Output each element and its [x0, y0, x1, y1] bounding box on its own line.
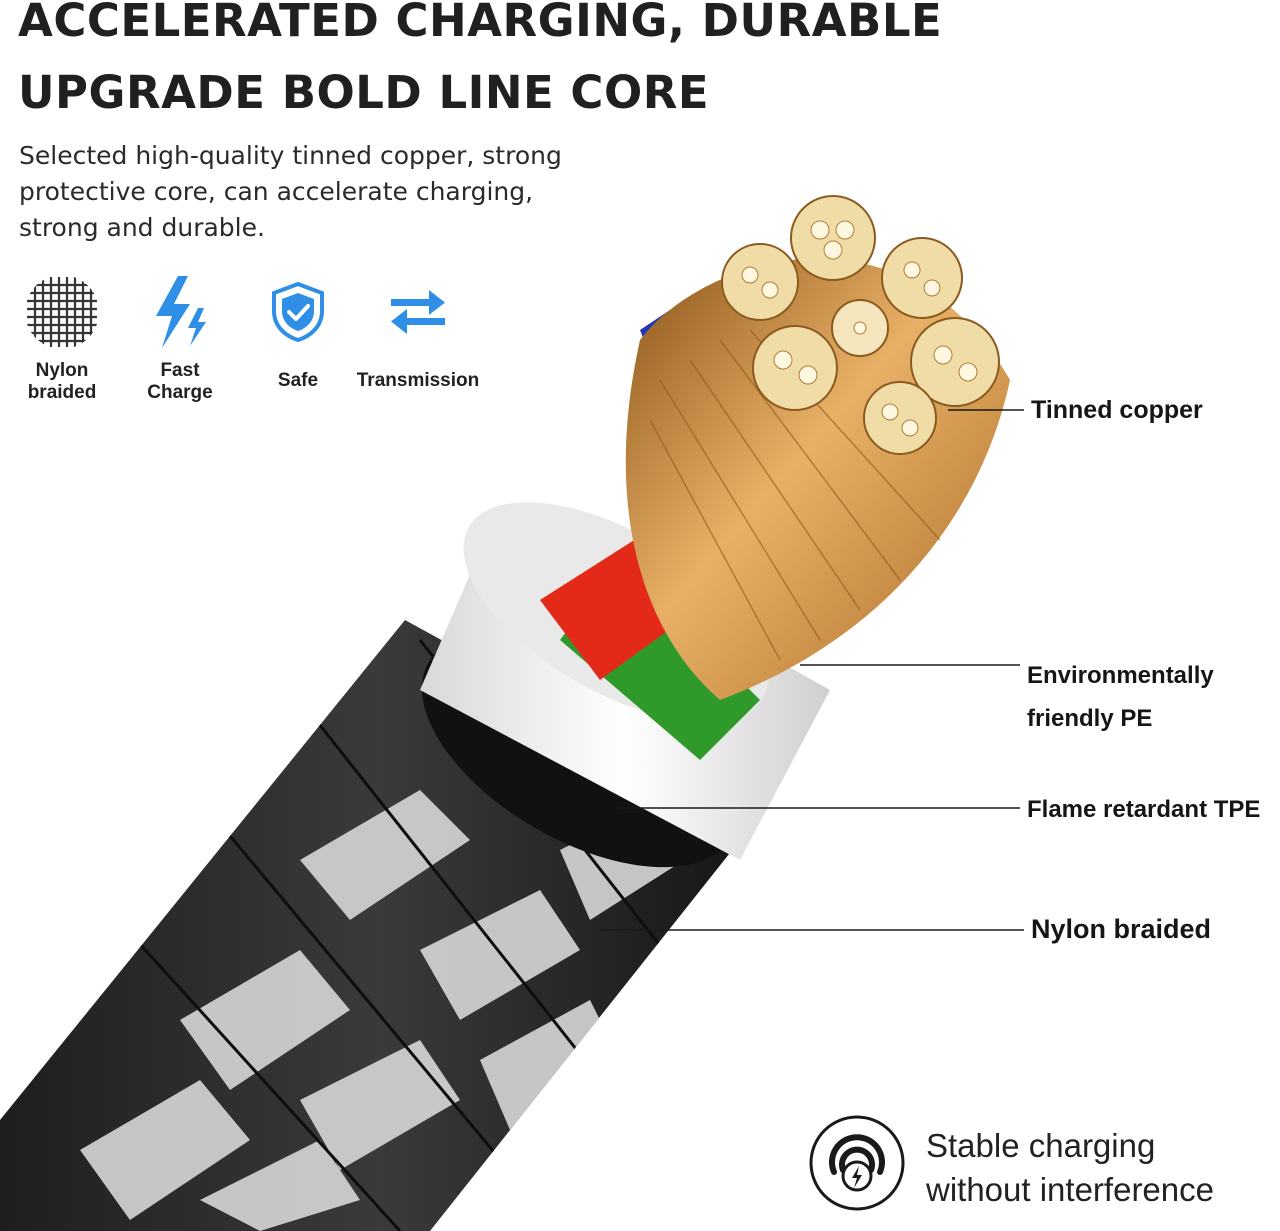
stable-line-1: Stable charging: [926, 1127, 1156, 1164]
feature-label: Nylon braided: [27, 360, 97, 403]
stable-charging-badge: Stable charging without interference: [808, 1114, 1268, 1214]
feature-transmission: Transmission: [348, 276, 488, 392]
feature-label: Transmission: [356, 370, 480, 391]
feature-label: Fast Charge: [147, 360, 213, 403]
feature-label: Safe: [277, 370, 319, 391]
callout-nylon-braided: Nylon braided: [1031, 914, 1212, 944]
mesh-icon: [27, 277, 97, 347]
callout-environmentally-friendly-pe: Environmentally friendly PE: [1027, 662, 1214, 732]
shield-check-icon: [272, 281, 324, 343]
feature-fast-charge: Fast Charge: [128, 276, 232, 404]
signal-shield-icon: [809, 1115, 905, 1211]
callout-flame-retardant-tpe: Flame retardant TPE: [1027, 796, 1261, 823]
feature-safe: Safe: [246, 276, 350, 392]
callout-tinned-copper: Tinned copper: [1031, 396, 1203, 424]
headline-line-1: ACCELERATED CHARGING, DURABLE: [18, 0, 943, 47]
stable-charging-text: Stable charging without interference: [926, 1124, 1214, 1212]
description-text: Selected high-quality tinned copper, str…: [19, 141, 562, 242]
headline-line-2: UPGRADE BOLD LINE CORE: [18, 66, 710, 119]
feature-nylon-braided: Nylon braided: [10, 276, 114, 404]
stable-line-2: without interference: [926, 1171, 1214, 1208]
transfer-arrows-icon: [391, 290, 445, 334]
strand-bundles: [721, 195, 1000, 455]
lightning-icon: [156, 276, 206, 348]
